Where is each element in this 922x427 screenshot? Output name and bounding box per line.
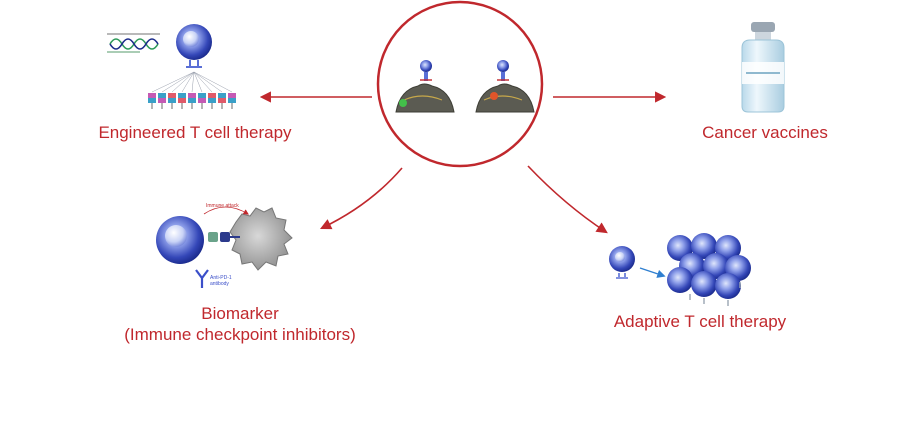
expansion-arrow bbox=[639, 267, 666, 278]
adaptive-tcell-label: Adaptive T cell therapy bbox=[613, 312, 787, 331]
center-circle bbox=[376, 0, 544, 168]
center-hub bbox=[376, 0, 544, 168]
tcell-tumor-interaction-icon bbox=[395, 60, 535, 113]
checkpoint-illustration bbox=[156, 206, 293, 288]
antibody-label-line2: antibody bbox=[210, 281, 229, 287]
red-marker-icon bbox=[490, 92, 498, 100]
engineered-tcell-illustration bbox=[107, 24, 236, 109]
engineered-tcell-label: Engineered T cell therapy bbox=[98, 123, 292, 142]
green-marker-icon bbox=[399, 99, 407, 107]
vaccine-vial-icon bbox=[741, 22, 785, 113]
receptor-fan bbox=[151, 71, 233, 93]
antibody-label-line1: Anti-PD-1 bbox=[210, 275, 232, 281]
biomarker-label-line1: Biomarker bbox=[201, 304, 279, 323]
receptor-row bbox=[148, 93, 236, 109]
cancer-vaccines-label: Cancer vaccines bbox=[702, 123, 828, 142]
adaptive-tcell-illustration bbox=[609, 233, 751, 306]
arrow-to-adaptive bbox=[527, 165, 608, 234]
biomarker-label-line2: (Immune checkpoint inhibitors) bbox=[124, 325, 356, 344]
tumor-cell-icon bbox=[229, 207, 293, 271]
arrows bbox=[259, 91, 667, 234]
biomarker-label: Biomarker (Immune checkpoint inhibitors) bbox=[120, 303, 360, 345]
arrow-to-biomarker bbox=[319, 167, 403, 230]
expanded-tcell-cluster bbox=[667, 233, 751, 306]
immune-attack-label: Immune attack bbox=[206, 203, 239, 209]
antibody-icon bbox=[195, 269, 209, 288]
dna-helix-icon bbox=[107, 33, 160, 53]
